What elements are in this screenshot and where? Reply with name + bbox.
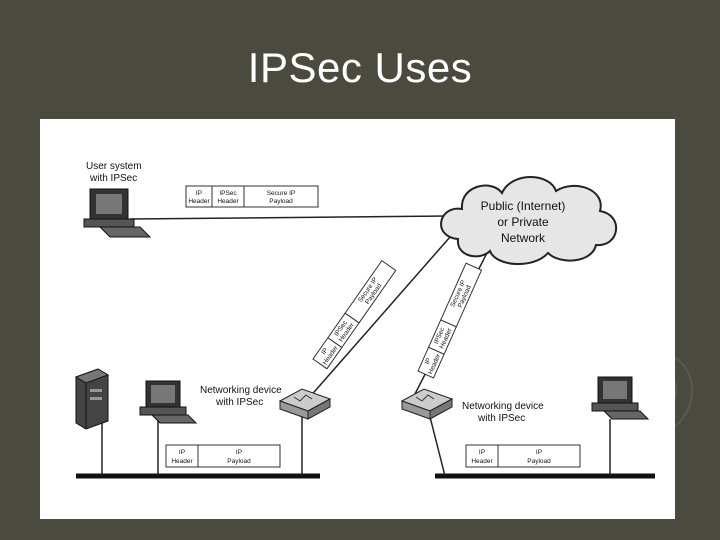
packet-bottom-left-field1-line2: Header [171,458,193,465]
user-system-label-line1: User system [86,161,142,172]
left-device-label-line1: Networking device [200,385,282,396]
cloud-label-line1: Public (Internet) [481,199,566,213]
packet-diag-left-field1-line1: IP [320,347,329,356]
packet-bottom-right-field1-line1: IP [479,449,485,456]
cloud-label-line2: or Private [497,215,549,229]
packet-bottom-right-field2-line1: IP [536,449,542,456]
packet-top-field3-line2: Payload [269,198,293,205]
ipsec-diagram: Public (Internet) or Private Network Use… [40,119,675,519]
line-cloud-to-left-device [307,236,451,400]
slide-title: IPSec Uses [247,44,473,91]
packet-top: IP Header IPSec Header Secure IP Payload [185,185,319,208]
cloud-label-line3: Network [501,231,546,245]
network-cloud-icon [440,176,618,266]
packet-bottom-left-field1-line1: IP [179,449,185,456]
right-networking-device-icon [400,388,454,420]
packet-bottom-left-field2-line2: Payload [227,458,251,465]
packet-top-field1-line1: IP [196,190,202,197]
server-tower-icon [74,368,110,430]
packet-bottom-right-field2-line2: Payload [527,458,551,465]
line-user-to-cloud [129,215,451,220]
packet-bottom-right-field1-line2: Header [471,458,493,465]
user-system-label-line2: with IPSec [89,173,137,184]
right-workstation-icon [591,376,650,420]
packet-top-field1-line2: Header [188,198,210,205]
right-device-label-line2: with IPSec [477,413,525,424]
packet-bottom-left: IP Header IP Payload [165,444,281,468]
packet-top-field2-line2: Header [217,198,239,205]
packet-top-field2-line1: IPSec [219,190,237,197]
packet-diagonal-right: IP Header IPSec Header Secure IP Payload [417,262,483,379]
user-computer-icon [83,188,152,238]
right-device-label-line1: Networking device [462,401,544,412]
drop-right-device [427,408,446,477]
left-networking-device-icon [278,388,332,420]
packet-bottom-right: IP Header IP Payload [465,444,581,468]
left-workstation-icon [139,380,198,424]
packet-top-field3-line1: Secure IP [267,190,296,197]
left-device-label-line2: with IPSec [215,397,263,408]
packet-diagonal-left: IP Header IPSec Header Secure IP Payload [312,260,397,370]
packet-diag-right-field1-line1: IP [424,357,433,365]
packet-bottom-left-field2-line1: IP [236,449,242,456]
